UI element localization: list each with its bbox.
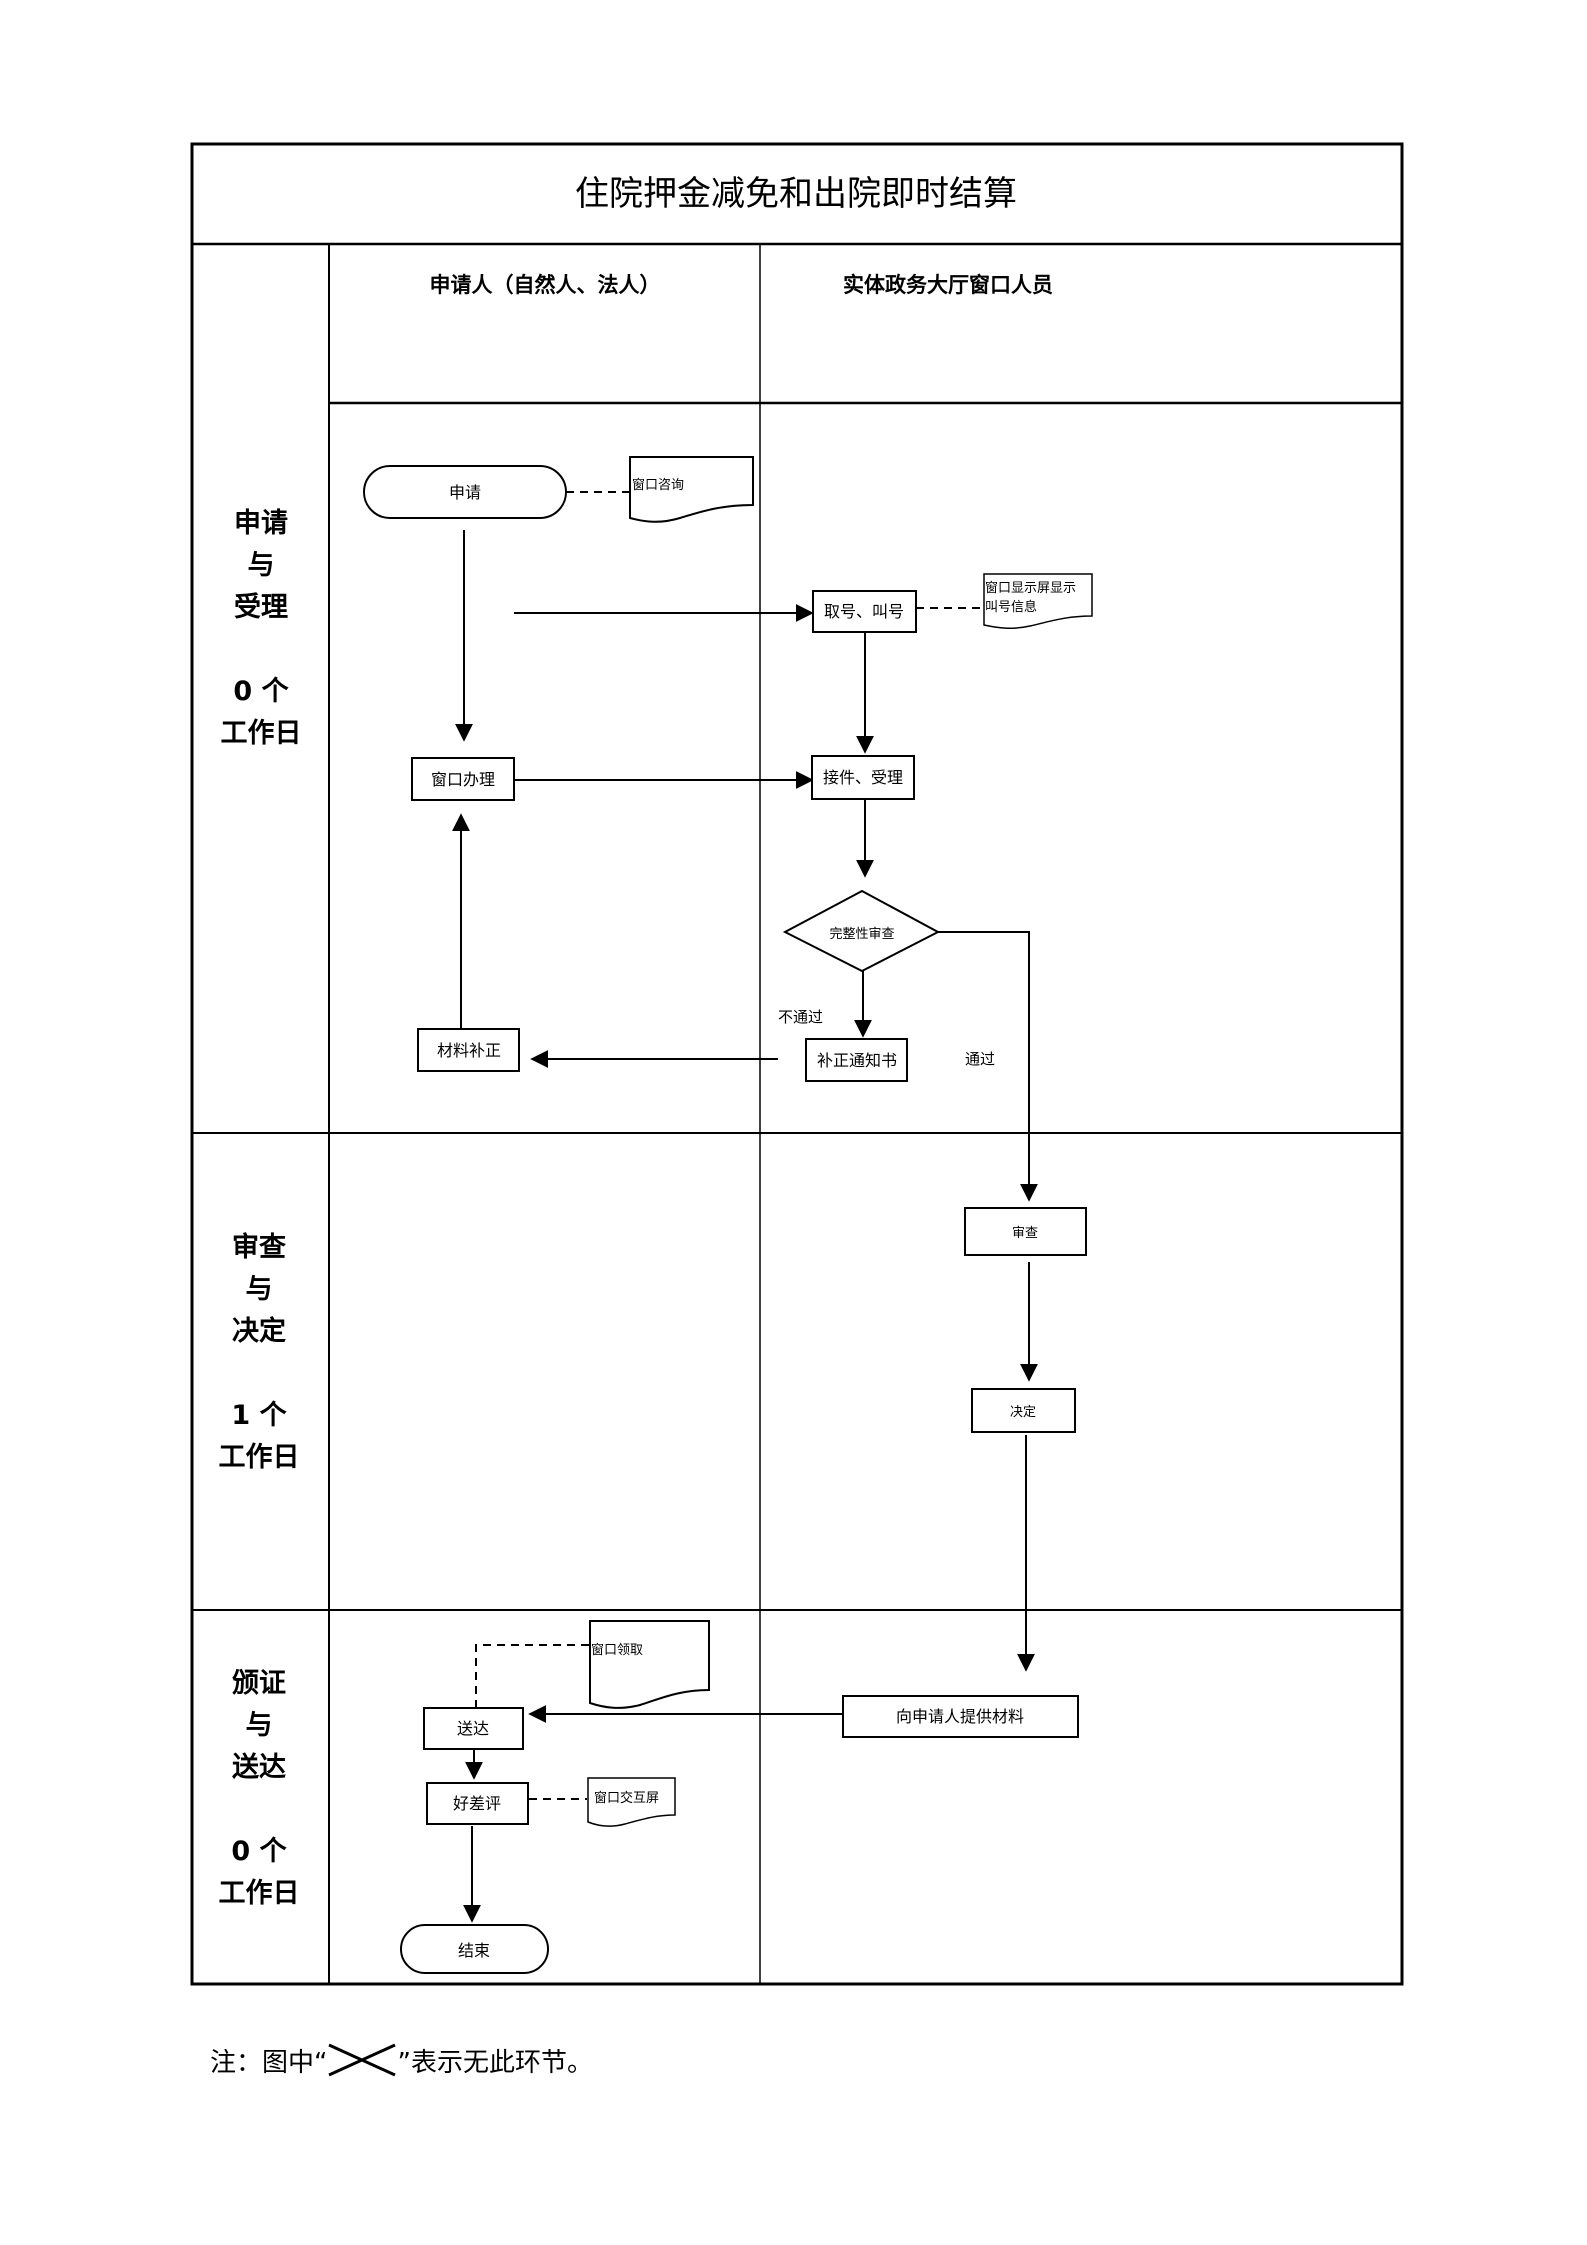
node-label: 叫号信息 — [985, 599, 1037, 615]
terminator-shape — [400, 1924, 549, 1974]
node-label: 接件、受理 — [823, 768, 903, 787]
node-label: 决定 — [1010, 1405, 1036, 1420]
phase-days-line: 工作日 — [219, 1878, 300, 1909]
diagram-title: 住院押金减免和出院即时结算 — [575, 174, 1017, 214]
document-shape — [589, 1620, 710, 1709]
node-label: 结束 — [458, 1941, 490, 1960]
phase-days-line: 1 个 — [231, 1400, 287, 1431]
phase-name-line: 申请 — [234, 508, 288, 539]
phase-days-line: 0 个 — [231, 1836, 287, 1867]
lane-header-applicant: 申请人（自然人、法人） — [430, 273, 661, 297]
phase-label-3: 颁证 与 送达 0 个 工作日 — [219, 1668, 300, 1909]
node-label: 申请 — [449, 483, 481, 502]
process-shape — [842, 1695, 1079, 1738]
node-screen-doc[interactable]: 窗口交互屏 — [587, 1777, 676, 1827]
node-pickup-doc[interactable]: 窗口领取 — [589, 1620, 710, 1709]
edge-deliver-to-pickup-doc — [475, 1644, 590, 1708]
node-label: 窗口显示屏显示 — [985, 580, 1076, 596]
process-shape — [971, 1388, 1076, 1433]
node-completeness-check[interactable]: 完整性审查 — [782, 889, 941, 973]
node-label: 补正通知书 — [817, 1051, 897, 1070]
process-shape — [423, 1707, 524, 1750]
node-supplement[interactable]: 材料补正 — [417, 1028, 520, 1072]
node-label: 好差评 — [453, 1794, 501, 1813]
cross-icon — [327, 2040, 397, 2080]
node-supplement-notice[interactable]: 补正通知书 — [805, 1038, 908, 1082]
phase-name-line: 与 — [248, 550, 275, 581]
node-take-number[interactable]: 取号、叫号 — [812, 590, 917, 633]
terminator-shape — [363, 465, 567, 519]
process-shape — [811, 755, 915, 800]
node-label: 审查 — [1012, 1226, 1038, 1241]
phase-days-line: 工作日 — [221, 718, 302, 749]
phase-days-line: 工作日 — [219, 1442, 300, 1473]
node-apply[interactable]: 申请 — [363, 465, 567, 519]
phase-name-line: 受理 — [234, 591, 288, 623]
phase-label-1: 申请 与 受理 0 个 工作日 — [221, 508, 302, 749]
process-shape — [411, 757, 515, 801]
document-shape — [587, 1777, 676, 1827]
node-consult-doc[interactable]: 窗口咨询 — [629, 456, 754, 523]
footnote-prefix: 注：图中“ — [210, 2047, 328, 2078]
edge-label-pass: 通过 — [965, 1050, 995, 1068]
document-shape — [629, 456, 754, 523]
process-shape — [812, 590, 917, 633]
process-shape — [964, 1207, 1087, 1256]
node-display-doc[interactable]: 窗口显示屏显示 叫号信息 — [983, 573, 1093, 629]
footnote-suffix: ”表示无此环节。 — [397, 2047, 593, 2078]
edge-completeness-to-review — [938, 931, 1038, 1202]
node-end[interactable]: 结束 — [400, 1924, 549, 1974]
edge-label-fail: 不通过 — [778, 1008, 823, 1026]
node-label: 窗口咨询 — [632, 477, 684, 493]
lane-header-window: 实体政务大厅窗口人员 — [843, 273, 1053, 297]
process-shape — [426, 1782, 529, 1825]
node-label: 送达 — [457, 1719, 489, 1738]
node-review[interactable]: 审查 — [964, 1207, 1087, 1256]
process-shape — [805, 1038, 908, 1082]
phase-name-line: 送达 — [232, 1752, 286, 1783]
node-label: 材料补正 — [437, 1041, 501, 1060]
node-receive[interactable]: 接件、受理 — [811, 755, 915, 800]
node-label: 窗口办理 — [431, 770, 495, 789]
phase-name-line: 决定 — [232, 1315, 286, 1347]
document-shape — [983, 573, 1093, 629]
footnote: 注：图中“ ”表示无此环节。 — [210, 2040, 593, 2080]
phase-name-line: 审查 — [232, 1231, 286, 1263]
table-border — [190, 142, 1404, 1986]
node-deliver[interactable]: 送达 — [423, 1707, 524, 1750]
node-rating[interactable]: 好差评 — [426, 1782, 529, 1825]
phase-name-line: 颁证 — [232, 1668, 286, 1699]
node-label: 向申请人提供材料 — [896, 1707, 1024, 1726]
process-shape — [417, 1028, 520, 1072]
phase-days-line: 0 个 — [233, 676, 289, 707]
node-label: 完整性审查 — [829, 927, 894, 942]
node-provide-materials[interactable]: 向申请人提供材料 — [842, 1695, 1079, 1738]
phase-name-line: 与 — [246, 1274, 273, 1305]
node-decide[interactable]: 决定 — [971, 1388, 1076, 1433]
node-label: 窗口领取 — [591, 1642, 643, 1658]
swimlane-table — [190, 142, 1404, 1986]
decision-shape — [782, 889, 941, 973]
phase-name-line: 与 — [246, 1710, 273, 1741]
node-window-handle[interactable]: 窗口办理 — [411, 757, 515, 801]
node-label: 取号、叫号 — [824, 602, 904, 621]
phase-label-2: 审查 与 决定 1 个 工作日 — [219, 1231, 300, 1473]
node-label: 窗口交互屏 — [594, 1790, 659, 1806]
